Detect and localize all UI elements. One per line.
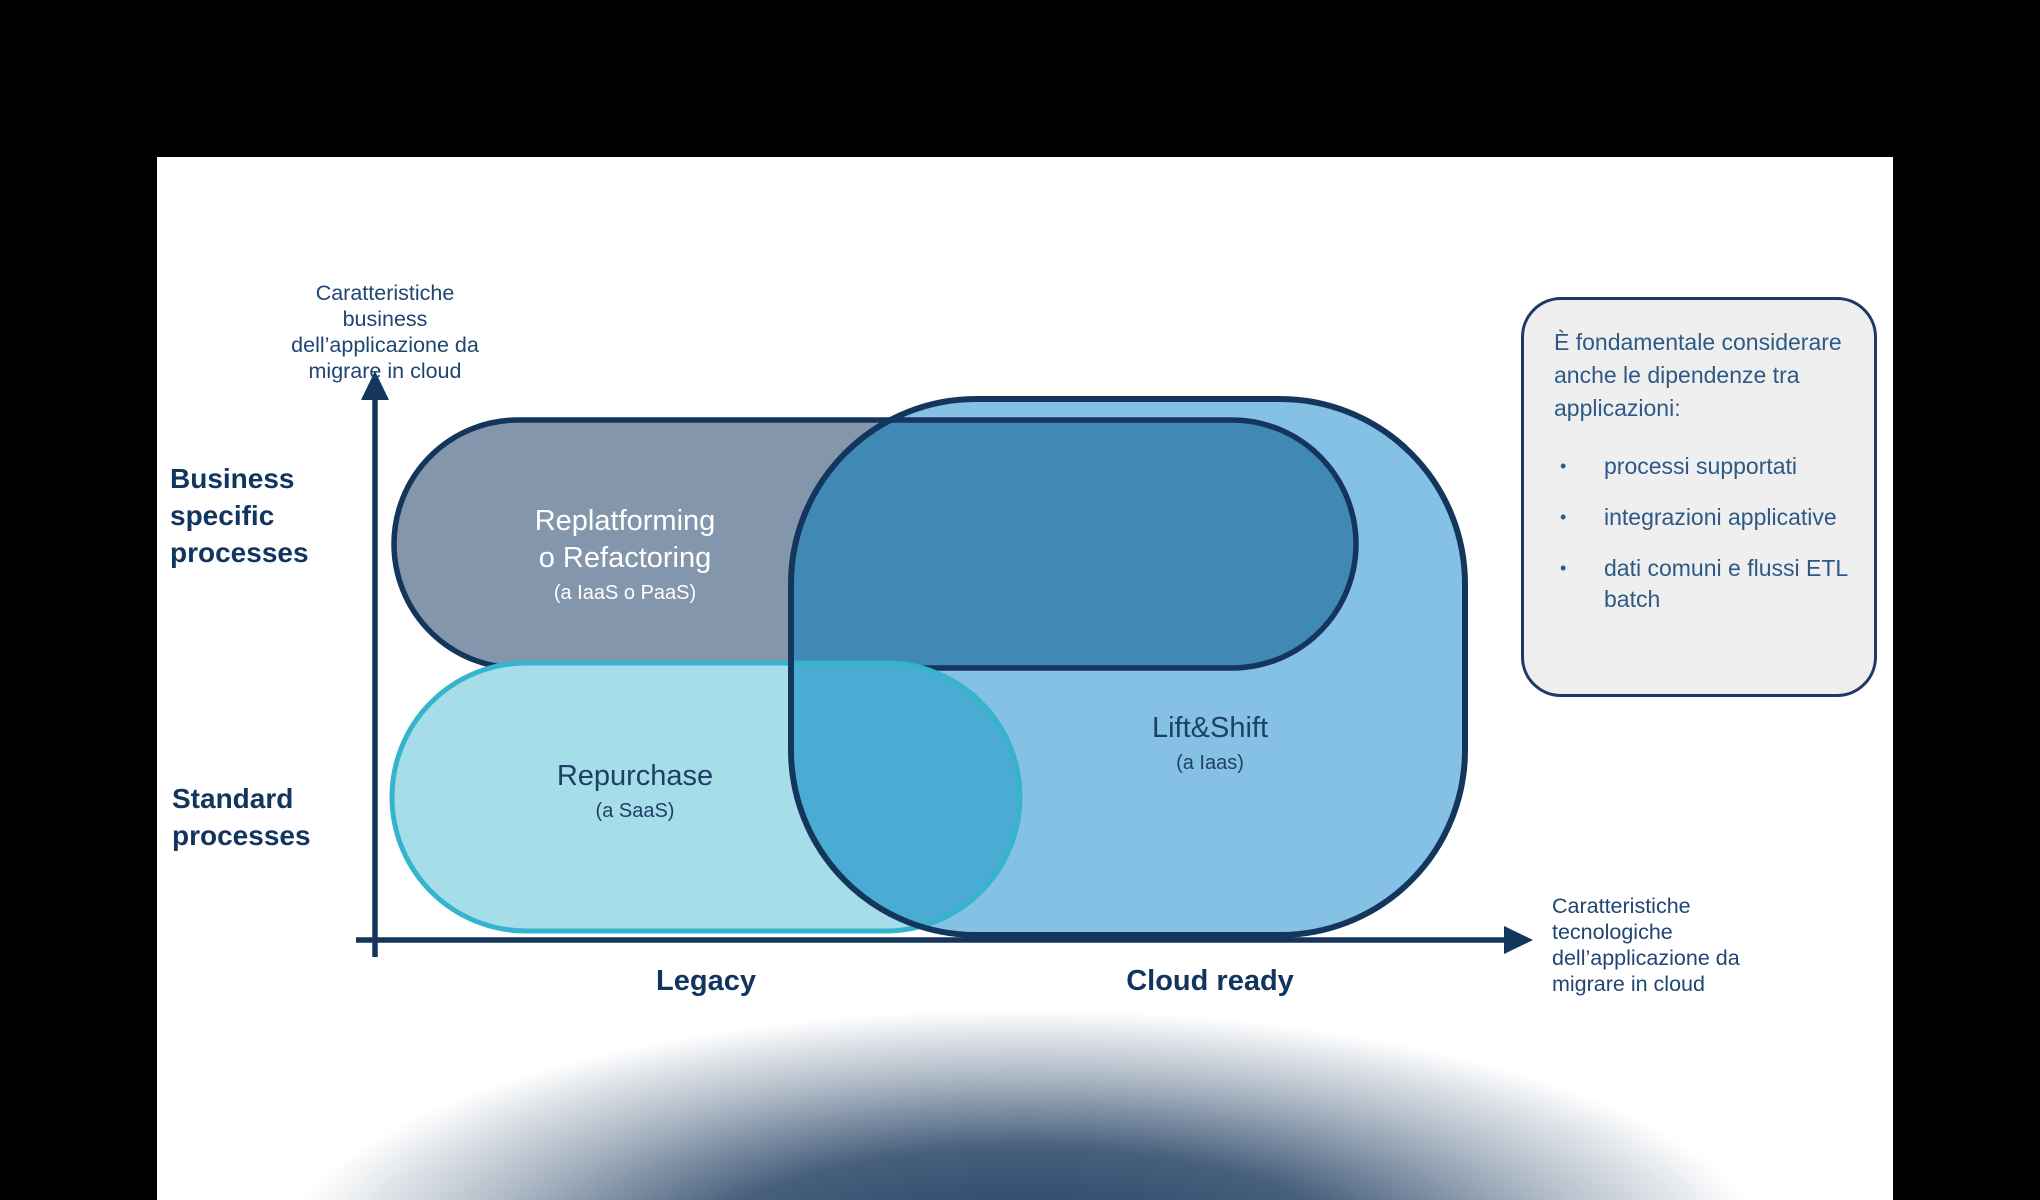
repurchase-title: Repurchase — [556, 760, 714, 792]
y-axis-arrowhead — [361, 371, 389, 400]
repurchase-label: Repurchase (a SaaS) — [557, 758, 713, 824]
dependencies-callout: È fondamentale considerare anche le dipe… — [1521, 297, 1877, 697]
callout-bullet: • integrazioni applicative — [1554, 502, 1848, 533]
callout-bullet-text: integrazioni applicative — [1604, 504, 1837, 530]
replatforming-title: Replatforming o Refactoring — [534, 505, 716, 574]
callout-bullet-text: processi supportati — [1604, 453, 1798, 479]
replatforming-subtitle: (a IaaS o PaaS) — [553, 582, 697, 604]
callout-intro: È fondamentale considerare anche le dipe… — [1554, 329, 1842, 421]
repurchase-liftshift-overlap — [791, 660, 1023, 934]
bullet-dot-icon: • — [1560, 558, 1567, 578]
x-axis-arrowhead — [1504, 926, 1533, 954]
y-category-business-specific: Business specific processes — [170, 463, 309, 568]
y-category-standard: Standard processes — [172, 783, 311, 851]
x-axis-label: Caratteristiche tecnologiche dell’applic… — [1552, 894, 1740, 996]
liftshift-label: Lift&Shift (a Iaas) — [1152, 710, 1268, 776]
bullet-dot-icon: • — [1560, 456, 1567, 476]
repurchase-subtitle: (a SaaS) — [595, 800, 675, 822]
bullet-dot-icon: • — [1560, 507, 1567, 527]
liftshift-title: Lift&Shift — [1151, 712, 1269, 744]
replatforming-label: Replatforming o Refactoring (a IaaS o Pa… — [535, 503, 716, 606]
liftshift-subtitle: (a Iaas) — [1176, 752, 1244, 774]
liftshift-blob-outline — [788, 396, 1468, 938]
y-axis-label: Caratteristiche business dell’applicazio… — [291, 281, 479, 383]
x-category-legacy: Legacy — [656, 965, 756, 997]
callout-bullet-list: • processi supportati • integrazioni app… — [1554, 451, 1848, 615]
callout-bullet: • dati comuni e flussi ETL batch — [1554, 553, 1848, 615]
callout-bullet-text: dati comuni e flussi ETL batch — [1604, 555, 1848, 612]
x-category-cloud-ready: Cloud ready — [1126, 965, 1294, 997]
callout-bullet: • processi supportati — [1554, 451, 1848, 482]
